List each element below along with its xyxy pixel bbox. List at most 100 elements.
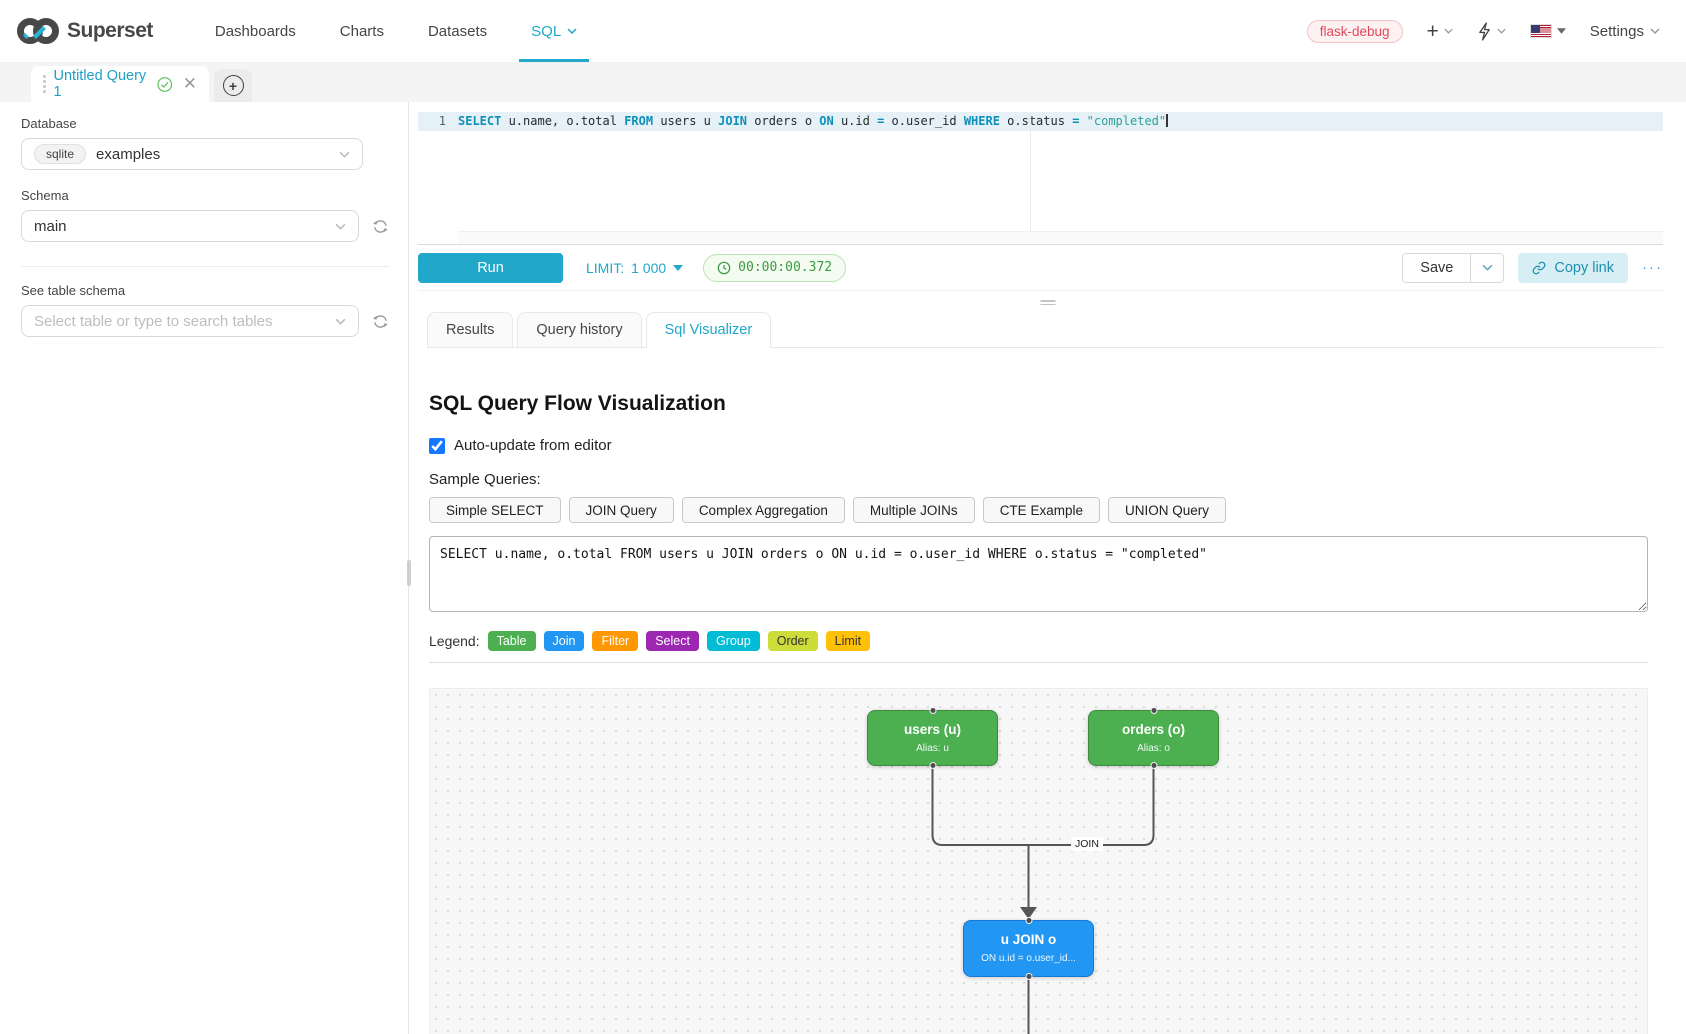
chevron-down-icon bbox=[1444, 28, 1453, 34]
results-pane-resize-handle[interactable] bbox=[409, 291, 1686, 312]
language-picker[interactable] bbox=[1529, 24, 1566, 38]
legend-badge-join: Join bbox=[543, 631, 585, 651]
plus-icon: + bbox=[1426, 19, 1439, 43]
text-cursor bbox=[1166, 114, 1168, 127]
sample-queries-label: Sample Queries: bbox=[429, 471, 541, 488]
drag-handle-icon[interactable] bbox=[43, 75, 46, 93]
node-handle[interactable] bbox=[929, 762, 936, 769]
save-button[interactable]: Save bbox=[1403, 253, 1471, 282]
page-title: SQL Query Flow Visualization bbox=[429, 392, 726, 415]
settings-menu[interactable]: Settings bbox=[1590, 23, 1660, 40]
sample-simple-select[interactable]: Simple SELECT bbox=[429, 497, 561, 523]
tab-sql-visualizer[interactable]: Sql Visualizer bbox=[645, 312, 772, 348]
chevron-down-icon bbox=[335, 318, 346, 325]
save-split-button: Save bbox=[1402, 252, 1505, 283]
visualizer-sql-input[interactable]: SELECT u.name, o.total FROM users u JOIN… bbox=[429, 536, 1648, 612]
editor-hscrollbar[interactable] bbox=[458, 231, 1663, 244]
sample-cte-example[interactable]: CTE Example bbox=[982, 497, 1100, 523]
node-handle[interactable] bbox=[929, 707, 936, 714]
refresh-schemas-icon[interactable] bbox=[372, 218, 389, 235]
run-button[interactable]: Run bbox=[418, 252, 563, 283]
sidebar-resize-handle[interactable] bbox=[407, 560, 411, 586]
legend-label: Legend: bbox=[429, 633, 480, 649]
node-handle[interactable] bbox=[1150, 707, 1157, 714]
link-icon bbox=[1532, 261, 1546, 274]
close-tab-icon[interactable]: ✕ bbox=[182, 74, 197, 93]
table-schema-label: See table schema bbox=[21, 283, 126, 298]
auto-update-checkbox[interactable] bbox=[429, 437, 445, 454]
query-search-menu[interactable] bbox=[1477, 21, 1506, 41]
circle-plus-icon: + bbox=[222, 75, 244, 96]
sample-union-query[interactable]: UNION Query bbox=[1107, 497, 1226, 523]
chevron-down-icon bbox=[1482, 264, 1493, 271]
legend-badge-group: Group bbox=[706, 631, 760, 651]
node-handle[interactable] bbox=[1150, 762, 1157, 769]
flow-node-join[interactable]: u JOIN o ON u.id = o.user_id... bbox=[963, 917, 1094, 980]
copy-link-button[interactable]: Copy link bbox=[1518, 252, 1628, 283]
nav-sql[interactable]: SQL bbox=[509, 0, 599, 62]
top-navbar: Superset Dashboards Charts Datasets SQL … bbox=[0, 0, 1686, 63]
sample-query-buttons: Simple SELECT JOIN Query Complex Aggrega… bbox=[429, 497, 1648, 523]
more-menu-button[interactable]: ··· bbox=[1642, 259, 1663, 276]
table-select[interactable]: Select table or type to search tables bbox=[21, 305, 360, 337]
nav-dashboards[interactable]: Dashboards bbox=[214, 22, 296, 40]
clock-icon bbox=[717, 261, 731, 274]
chevron-down-icon bbox=[339, 151, 350, 158]
flow-edges bbox=[931, 766, 1155, 1034]
chevron-down-icon bbox=[335, 223, 346, 230]
schema-select[interactable]: main bbox=[21, 210, 360, 242]
add-new-button[interactable]: + bbox=[1427, 21, 1453, 42]
sql-code-editor[interactable]: 1 SELECT u.name, o.total FROM users u JO… bbox=[418, 112, 1663, 245]
editor-code-line[interactable]: SELECT u.name, o.total FROM users u JOIN… bbox=[458, 114, 1168, 128]
nav-charts[interactable]: Charts bbox=[339, 22, 384, 40]
tab-query-history[interactable]: Query history bbox=[517, 312, 642, 347]
new-query-tab-button[interactable]: + bbox=[214, 69, 252, 102]
superset-logo[interactable]: Superset bbox=[17, 16, 153, 46]
sample-complex-aggregation[interactable]: Complex Aggregation bbox=[681, 497, 845, 523]
auto-update-label: Auto-update from editor bbox=[454, 437, 612, 454]
db-engine-pill: sqlite bbox=[34, 144, 87, 164]
query-tab-untitled[interactable]: Untitled Query 1 ✕ bbox=[31, 66, 209, 102]
limit-dropdown[interactable]: LIMIT: 1 000 bbox=[586, 260, 684, 276]
flow-node-orders[interactable]: orders (o) Alias: o bbox=[1088, 707, 1219, 769]
node-handle[interactable] bbox=[1025, 973, 1032, 980]
schema-value: main bbox=[34, 217, 67, 235]
caret-down-icon bbox=[673, 264, 684, 271]
legend-badge-limit: Limit bbox=[825, 631, 871, 651]
tab-results[interactable]: Results bbox=[427, 312, 514, 347]
environment-tag: flask-debug bbox=[1306, 19, 1403, 43]
query-timer: 00:00:00.372 bbox=[703, 253, 847, 282]
legend-badge-order: Order bbox=[767, 631, 818, 651]
join-edge-label: JOIN bbox=[1071, 837, 1103, 851]
sqllab-sidebar: Database sqlite examples Schema main See… bbox=[0, 102, 411, 1034]
sql-visualizer-panel: SQL Query Flow Visualization Auto-update… bbox=[429, 392, 1648, 1034]
sql-workpane: 1 SELECT u.name, o.total FROM users u JO… bbox=[409, 102, 1686, 1034]
chevron-down-icon bbox=[1497, 28, 1506, 34]
grip-lines-icon bbox=[1040, 298, 1055, 307]
query-tab-title: Untitled Query 1 bbox=[53, 68, 147, 100]
node-handle[interactable] bbox=[1025, 917, 1032, 924]
legend: Legend: Table Join Filter Select Group O… bbox=[429, 631, 1648, 651]
caret-down-icon bbox=[1556, 28, 1566, 34]
brand-wordmark: Superset bbox=[67, 19, 153, 42]
refresh-tables-icon[interactable] bbox=[372, 313, 389, 330]
nav-right-cluster: flask-debug + Settings bbox=[1306, 19, 1660, 43]
result-tabs: Results Query history Sql Visualizer bbox=[427, 312, 1663, 348]
database-select[interactable]: sqlite examples bbox=[21, 138, 363, 170]
nav-datasets[interactable]: Datasets bbox=[427, 22, 488, 40]
editor-toolbar: Run LIMIT: 1 000 00:00:00.372 Save bbox=[418, 245, 1663, 291]
sample-join-query[interactable]: JOIN Query bbox=[568, 497, 674, 523]
db-name: examples bbox=[96, 145, 161, 163]
save-options-caret[interactable] bbox=[1470, 253, 1503, 282]
legend-divider bbox=[429, 662, 1648, 663]
editor-print-margin bbox=[1030, 112, 1031, 231]
lightning-icon bbox=[1478, 21, 1490, 41]
query-flow-canvas[interactable]: JOIN users (u) Alias: u orders (o) Alias… bbox=[429, 688, 1648, 1034]
chevron-down-icon bbox=[1650, 28, 1660, 34]
chevron-down-icon bbox=[567, 28, 577, 34]
flow-node-users[interactable]: users (u) Alias: u bbox=[867, 707, 998, 769]
sample-multiple-joins[interactable]: Multiple JOINs bbox=[852, 497, 975, 523]
legend-badge-table: Table bbox=[487, 631, 536, 651]
database-label: Database bbox=[21, 116, 77, 131]
main-nav: Dashboards Charts Datasets SQL bbox=[193, 0, 599, 62]
